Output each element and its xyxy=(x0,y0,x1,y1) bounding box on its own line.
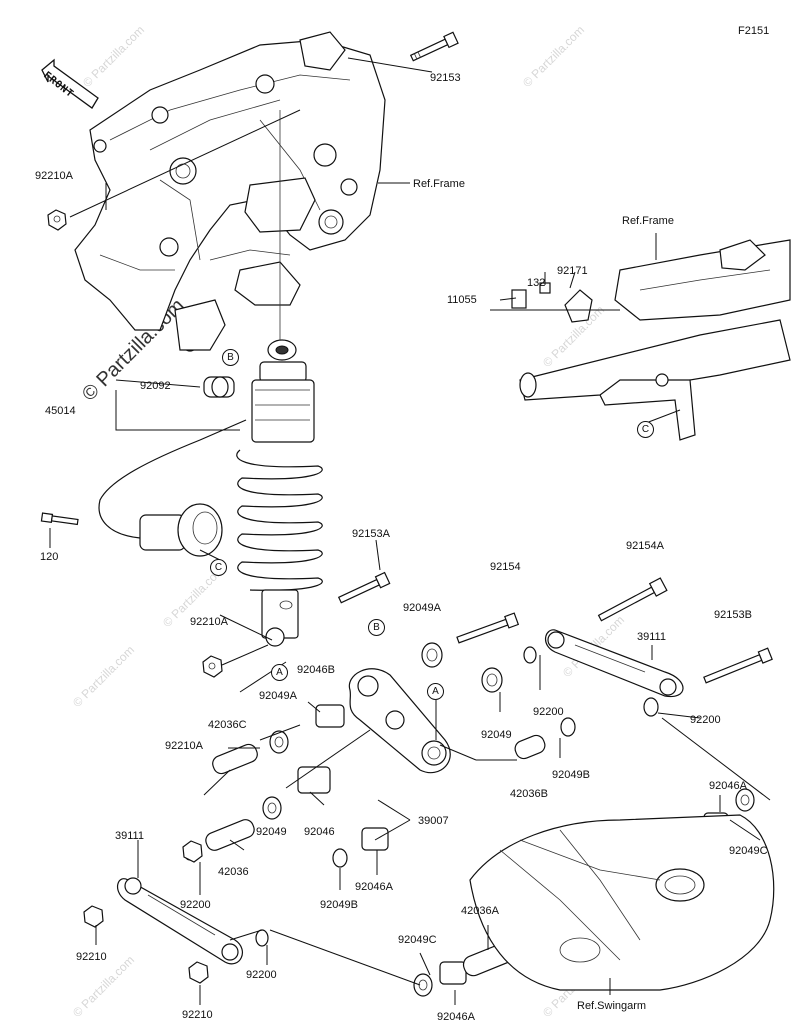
part-label[interactable]: 92154A xyxy=(626,540,664,552)
marker-a: A xyxy=(427,683,444,700)
bolt-120-drawing xyxy=(40,512,79,526)
part-label[interactable]: 92046A xyxy=(437,1011,475,1023)
part-label[interactable]: 11055 xyxy=(447,294,477,306)
part-label[interactable]: 92200 xyxy=(533,706,564,718)
part-label[interactable]: 92049 xyxy=(256,826,287,838)
bolt-92153a-drawing xyxy=(337,571,391,604)
part-label[interactable]: 92049A xyxy=(403,602,441,614)
bolt-92154-drawing xyxy=(456,612,520,644)
part-label[interactable]: 92200 xyxy=(690,714,721,726)
part-label[interactable]: 92049C xyxy=(729,845,768,857)
ref-frame-label: Ref.Frame xyxy=(413,178,465,190)
leader-line xyxy=(347,57,433,73)
part-label[interactable]: 92210A xyxy=(165,740,203,752)
nuts-drawing xyxy=(83,840,209,984)
part-label[interactable]: 132 xyxy=(527,277,546,289)
bolt-92154a-drawing xyxy=(597,577,668,622)
part-label[interactable]: 39111 xyxy=(115,830,144,842)
frame-drawing xyxy=(74,31,386,352)
part-label[interactable]: 42036 xyxy=(218,866,249,878)
part-label[interactable]: 92049 xyxy=(481,729,512,741)
part-label[interactable]: 92153B xyxy=(714,609,752,621)
figure-code: F2151 xyxy=(738,25,770,37)
nut-92210a-mid-drawing xyxy=(202,655,223,678)
part-label[interactable]: 42036B xyxy=(510,788,548,800)
ref-frame-inset-label: Ref.Frame xyxy=(622,215,674,227)
part-label[interactable]: 92210 xyxy=(182,1009,213,1021)
part-label[interactable]: 92154 xyxy=(490,561,521,573)
part-label[interactable]: 92049B xyxy=(552,769,590,781)
nut-92210a-drawing xyxy=(47,209,67,231)
part-label[interactable]: 92200 xyxy=(246,969,277,981)
ref-swingarm-label: Ref.Swingarm xyxy=(577,1000,647,1012)
part-label[interactable]: 92092 xyxy=(140,380,171,392)
part-label[interactable]: 39007 xyxy=(418,815,449,827)
part-label[interactable]: 92049A xyxy=(259,690,297,702)
part-label[interactable]: 120 xyxy=(40,551,59,563)
part-label[interactable]: 45014 xyxy=(45,405,76,417)
part-label[interactable]: 92200 xyxy=(180,899,211,911)
inset-frame-drawing xyxy=(519,239,791,441)
part-label[interactable]: 92153 xyxy=(430,72,461,84)
part-label[interactable]: 92049B xyxy=(320,899,358,911)
tie-rod-39111-upper-drawing xyxy=(545,629,684,698)
part-label[interactable]: 92046A xyxy=(709,780,747,792)
bolt-92153-drawing xyxy=(409,31,459,62)
marker-b: B xyxy=(222,349,239,366)
front-direction-arrow xyxy=(40,56,100,116)
part-label[interactable]: 92210A xyxy=(35,170,73,182)
part-label[interactable]: 42036A xyxy=(461,905,499,917)
inset-parts-drawing xyxy=(490,282,620,323)
swingarm-drawing xyxy=(469,814,775,991)
leader-line xyxy=(69,109,301,218)
part-label[interactable]: 92210A xyxy=(190,616,228,628)
part-label[interactable]: 42036C xyxy=(208,719,247,731)
part-label[interactable]: 39111 xyxy=(637,631,666,643)
part-label[interactable]: 92046 xyxy=(304,826,335,838)
part-label[interactable]: 92046B xyxy=(297,664,335,676)
marker-a: A xyxy=(271,664,288,681)
marker-c: C xyxy=(637,421,654,438)
bolt-92153b-drawing xyxy=(703,647,773,684)
part-label[interactable]: 92046A xyxy=(355,881,393,893)
tie-rod-39111-lower-drawing xyxy=(117,877,243,965)
shock-absorber-drawing xyxy=(98,110,323,647)
marker-c: C xyxy=(210,559,227,576)
bushing-92092-drawing xyxy=(203,376,235,398)
washers-drawing xyxy=(183,642,755,997)
rocker-arm-39007-drawing xyxy=(348,668,451,774)
part-label[interactable]: 92171 xyxy=(557,265,588,277)
part-label[interactable]: 92153A xyxy=(352,528,390,540)
part-label[interactable]: 92210 xyxy=(76,951,107,963)
part-label[interactable]: 92049C xyxy=(398,934,437,946)
marker-b: B xyxy=(368,619,385,636)
